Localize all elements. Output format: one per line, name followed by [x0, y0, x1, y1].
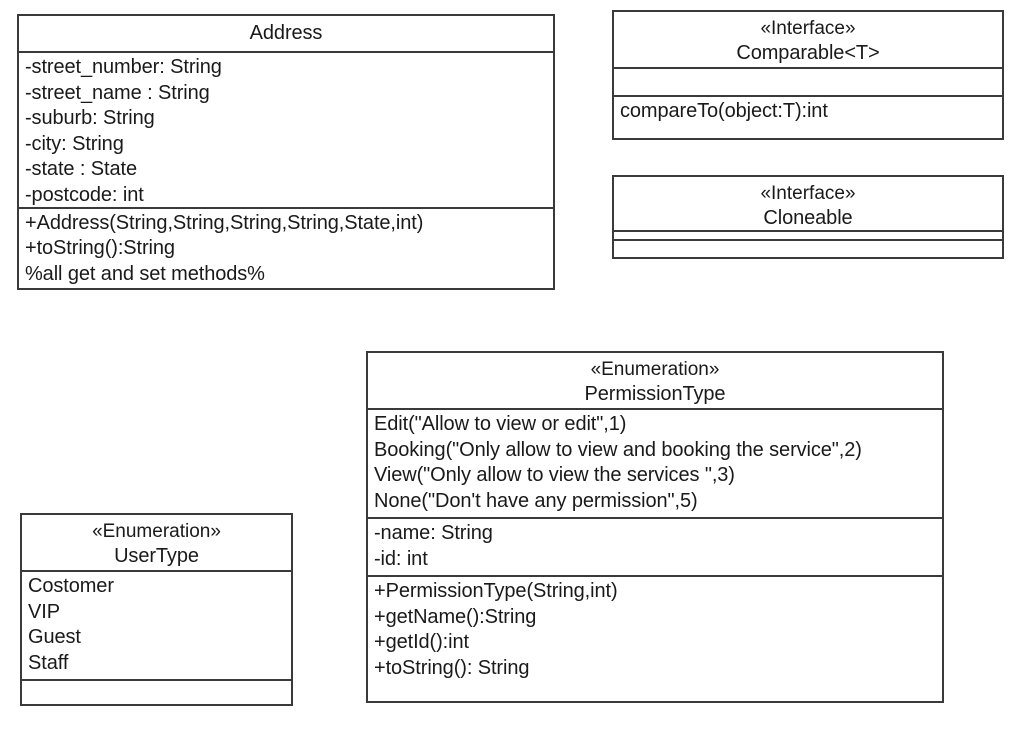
attribute-row: -suburb: String: [25, 107, 155, 130]
operations-compartment: [22, 679, 291, 698]
enum-literal-row: VIP: [28, 600, 60, 623]
class-name: Address: [249, 22, 323, 44]
operation-row: +getId():int: [374, 631, 469, 653]
enum-literal-row: Staff: [28, 651, 69, 674]
operation-row: +getName():String: [374, 605, 537, 628]
uml-enumeration-permissiontype[interactable]: «Enumeration» PermissionType Edit("Allow…: [366, 351, 944, 703]
operation-row: +Address(String,String,String,String,Sta…: [25, 211, 424, 234]
interface-name: Cloneable: [763, 207, 853, 229]
operation-row: +toString():String: [25, 237, 175, 260]
enumeration-name: PermissionType: [584, 383, 726, 405]
uml-interface-cloneable[interactable]: «Interface» Cloneable: [612, 175, 1004, 259]
attributes-compartment: [614, 67, 1002, 95]
attributes-compartment: -name: String -id: int: [368, 517, 942, 575]
class-name-compartment: «Enumeration» UserType: [22, 515, 291, 570]
stereotype-label: «Enumeration»: [590, 359, 720, 380]
operation-row: compareTo(object:T):int: [620, 100, 828, 122]
enum-literal-row: Costomer: [28, 575, 114, 597]
enum-literal-row: Edit("Allow to view or edit",1): [374, 413, 627, 435]
interface-name: Comparable<T>: [736, 42, 880, 64]
literals-compartment: Costomer VIP Guest Staff: [22, 570, 291, 679]
class-name-compartment: «Interface» Cloneable: [614, 177, 1002, 230]
operation-row: +toString(): String: [374, 656, 530, 679]
stereotype-label: «Interface»: [760, 18, 856, 39]
attribute-row: -name: String: [374, 522, 493, 544]
attribute-row: -street_name : String: [25, 81, 210, 104]
operations-compartment: compareTo(object:T):int: [614, 95, 1002, 128]
enum-literal-row: View("Only allow to view the services ",…: [374, 464, 735, 486]
uml-interface-comparable[interactable]: «Interface» Comparable<T> compareTo(obje…: [612, 10, 1004, 140]
operation-row: %all get and set methods%: [25, 262, 265, 285]
class-name-compartment: «Interface» Comparable<T>: [614, 12, 1002, 67]
attribute-row: -postcode: int: [25, 183, 144, 206]
attribute-row: -city: String: [25, 132, 124, 155]
attribute-row: -street_number: String: [25, 56, 222, 79]
class-name-compartment: Address: [19, 16, 553, 51]
stereotype-label: «Interface»: [760, 183, 856, 204]
uml-enumeration-usertype[interactable]: «Enumeration» UserType Costomer VIP Gues…: [20, 513, 293, 706]
attribute-row: -id: int: [374, 547, 428, 570]
class-name-compartment: «Enumeration» PermissionType: [368, 353, 942, 408]
enum-literal-row: Guest: [28, 626, 81, 648]
operations-compartment: +PermissionType(String,int) +getName():S…: [368, 575, 942, 684]
attributes-compartment: -street_number: String -street_name : St…: [19, 51, 553, 207]
operations-compartment: [614, 238, 1002, 257]
enum-literal-row: Booking("Only allow to view and booking …: [374, 438, 862, 461]
attribute-row: -state : State: [25, 158, 137, 181]
operation-row: +PermissionType(String,int): [374, 580, 618, 602]
enum-literal-row: None("Don't have any permission",5): [374, 489, 698, 512]
uml-class-address[interactable]: Address -street_number: String -street_n…: [17, 14, 555, 290]
attributes-compartment: [614, 230, 1002, 239]
stereotype-label: «Enumeration»: [92, 521, 221, 542]
enumeration-name: UserType: [114, 545, 199, 567]
literals-compartment: Edit("Allow to view or edit",1) Booking(…: [368, 408, 942, 517]
operations-compartment: +Address(String,String,String,String,Sta…: [19, 206, 553, 288]
